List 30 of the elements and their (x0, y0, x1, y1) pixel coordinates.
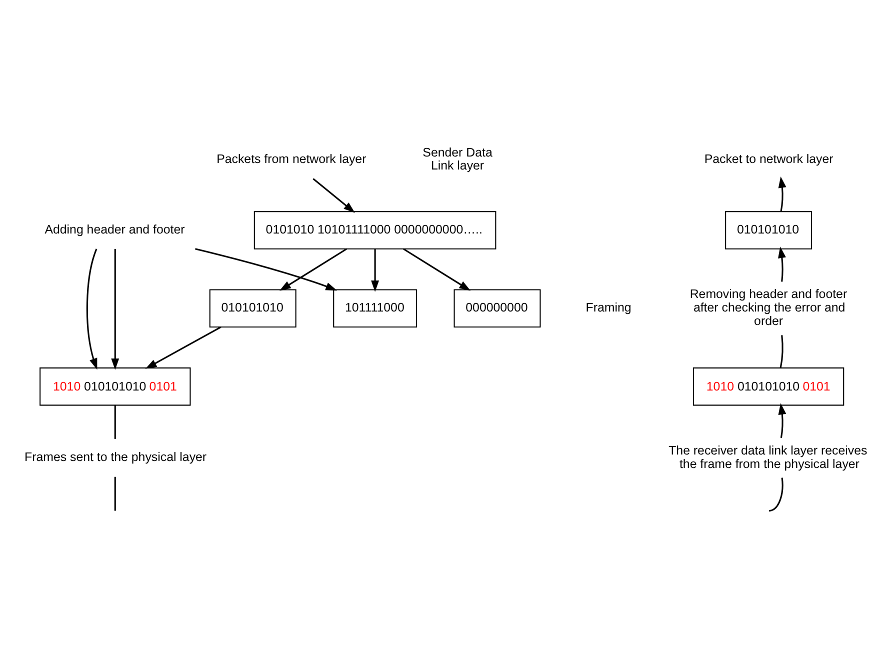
label: Sender Data Link layer (422, 145, 492, 173)
arrow (778, 403, 786, 438)
arrow (279, 248, 348, 291)
node-text: Adding header and footer (44, 222, 185, 236)
arrow (312, 178, 355, 213)
node-box: 000000000 (454, 289, 541, 328)
node-box: 0101010 10101111000 0000000000….. (254, 211, 496, 250)
node-text: Removing header and footer after checking the error and order (690, 287, 848, 328)
arrow (402, 248, 471, 291)
arrow (778, 246, 786, 282)
node-box: 1010 010101010 0101 (40, 367, 191, 406)
arrow (778, 176, 786, 212)
arrow (371, 248, 380, 292)
node-box: 010101010 (725, 211, 812, 250)
connector (780, 335, 784, 368)
node-box: 010101010 (209, 289, 296, 328)
connector (114, 405, 116, 439)
label: Framing (586, 300, 632, 315)
node-text: The receiver data link layer receives the frame from the physical layer (668, 443, 868, 471)
node-box: 101111000 (333, 289, 417, 328)
arrow (111, 248, 120, 370)
connector (114, 476, 116, 511)
arrow (86, 248, 98, 370)
arrow (195, 248, 338, 291)
arrow (145, 326, 222, 369)
node-text: Frames sent to the physical layer (24, 450, 207, 464)
node-box: 1010 010101010 0101 (692, 367, 844, 406)
node-text: Packet to network layer (704, 152, 834, 166)
node-text: Packets from network layer (216, 152, 366, 166)
connector (768, 478, 784, 512)
